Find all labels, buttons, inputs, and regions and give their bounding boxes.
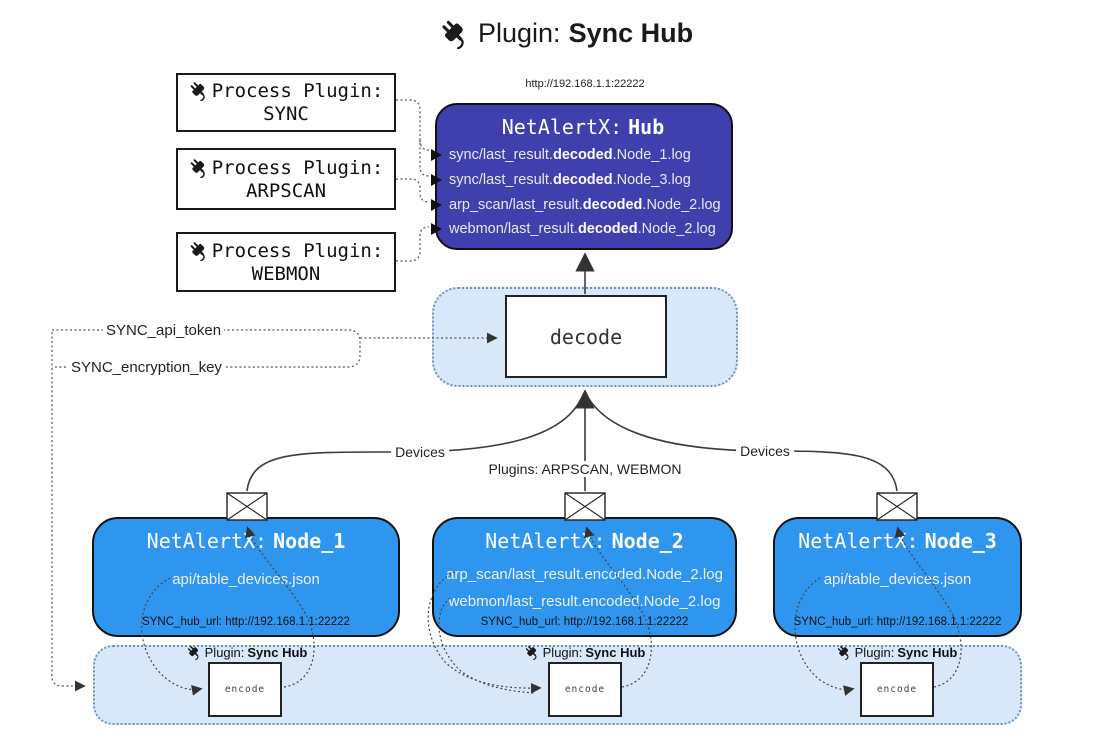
plug-icon bbox=[525, 645, 540, 660]
edge-label-plugins: Plugins: ARPSCAN, WEBMON bbox=[484, 461, 686, 477]
node1-entries: api/table_devices.json bbox=[172, 571, 320, 588]
edge-arpscan-to-hub bbox=[396, 178, 430, 203]
plug-icon bbox=[189, 81, 209, 101]
node1-box: NetAlertX:Node_1 api/table_devices.json … bbox=[92, 517, 400, 637]
arrow-marker-icon bbox=[431, 223, 442, 235]
encode-box-3: encode bbox=[860, 662, 934, 717]
process-plugin-label: Process Plugin: bbox=[211, 80, 384, 102]
node1-title: NetAlertX:Node_1 bbox=[146, 529, 346, 553]
node3-entries: api/table_devices.json bbox=[823, 571, 972, 588]
plug-icon bbox=[189, 158, 209, 178]
hub-entry: arp_scan/last_result.decoded.Node_2.log bbox=[431, 193, 721, 218]
decode-box: decode bbox=[505, 295, 667, 378]
sync-api-token-label: SYNC_api_token bbox=[103, 322, 225, 339]
node1-hub-url: SYNC_hub_url: http://192.168.1.1:22222 bbox=[142, 616, 350, 628]
edge-sync-to-hub-branch bbox=[419, 139, 430, 151]
node2-box: NetAlertX:Node_2 arp_scan/last_result.en… bbox=[432, 517, 737, 637]
page-title-name: Sync Hub bbox=[568, 18, 694, 48]
encode-plugin-label-3: Plugin: Sync Hub bbox=[837, 645, 957, 660]
edge-sync-to-hub bbox=[396, 99, 430, 177]
node3-hub-url: SYNC_hub_url: http://192.168.1.1:22222 bbox=[793, 616, 1002, 628]
process-plugin-box-webmon: Process Plugin: WEBMON bbox=[176, 232, 396, 292]
encode-plugin-label-2: Plugin: Sync Hub bbox=[525, 645, 645, 660]
edge-webmon-to-hub bbox=[396, 226, 430, 262]
process-plugin-label: Process Plugin: bbox=[211, 156, 384, 179]
process-plugin-name: WEBMON bbox=[251, 262, 321, 285]
node3-box: NetAlertX:Node_3 api/table_devices.json … bbox=[773, 517, 1022, 637]
hub-url: http://192.168.1.1:22222 bbox=[525, 78, 645, 90]
plug-icon bbox=[837, 645, 852, 660]
hub-title-prefix: NetAlertX: bbox=[501, 115, 623, 139]
process-plugin-name: ARPSCAN bbox=[245, 179, 327, 202]
hub-entry: webmon/last_result.decoded.Node_2.log bbox=[431, 218, 721, 241]
page-title-prefix: Plugin: bbox=[478, 18, 561, 48]
hub-title: NetAlertX:Hub bbox=[445, 111, 721, 143]
node2-title: NetAlertX:Node_2 bbox=[485, 529, 684, 553]
plug-icon bbox=[440, 19, 470, 49]
hub-box: NetAlertX:Hub sync/last_result.decoded.N… bbox=[431, 103, 733, 250]
plug-icon bbox=[189, 241, 209, 261]
hub-title-name: Hub bbox=[628, 115, 665, 139]
page-title: Plugin: Sync Hub bbox=[440, 18, 693, 49]
envelope-icon-node1 bbox=[226, 492, 268, 521]
hub-entry: sync/last_result.decoded.Node_1.log bbox=[431, 143, 721, 168]
process-plugin-box-arpscan: Process Plugin: ARPSCAN bbox=[176, 148, 396, 210]
plug-icon bbox=[187, 645, 202, 660]
edge-label-devices-right: Devices bbox=[736, 443, 794, 459]
node2-entries: arp_scan/last_result.encoded.Node_2.log … bbox=[446, 566, 723, 610]
arrow-marker-icon bbox=[431, 149, 442, 161]
encode-box-1: encode bbox=[208, 662, 282, 717]
process-plugin-box-sync: Process Plugin: SYNC bbox=[176, 73, 396, 132]
encode-box-2: encode bbox=[548, 662, 622, 717]
node2-hub-url: SYNC_hub_url: http://192.168.1.1:22222 bbox=[480, 616, 689, 628]
arrow-marker-icon bbox=[431, 174, 442, 186]
edge-label-devices-left: Devices bbox=[391, 444, 449, 460]
edge-keys-to-encode-band bbox=[51, 332, 86, 692]
arrow-marker-icon bbox=[431, 199, 442, 211]
envelope-icon-node2 bbox=[564, 492, 606, 521]
encode-plugin-label-1: Plugin: Sync Hub bbox=[187, 645, 307, 660]
sync-encryption-key-label: SYNC_encryption_key bbox=[68, 359, 225, 376]
node3-title: NetAlertX:Node_3 bbox=[798, 529, 997, 553]
hub-entry: sync/last_result.decoded.Node_3.log bbox=[431, 168, 721, 193]
process-plugin-name: SYNC bbox=[263, 103, 309, 125]
process-plugin-label: Process Plugin: bbox=[211, 239, 384, 262]
envelope-icon-node3 bbox=[876, 492, 918, 521]
